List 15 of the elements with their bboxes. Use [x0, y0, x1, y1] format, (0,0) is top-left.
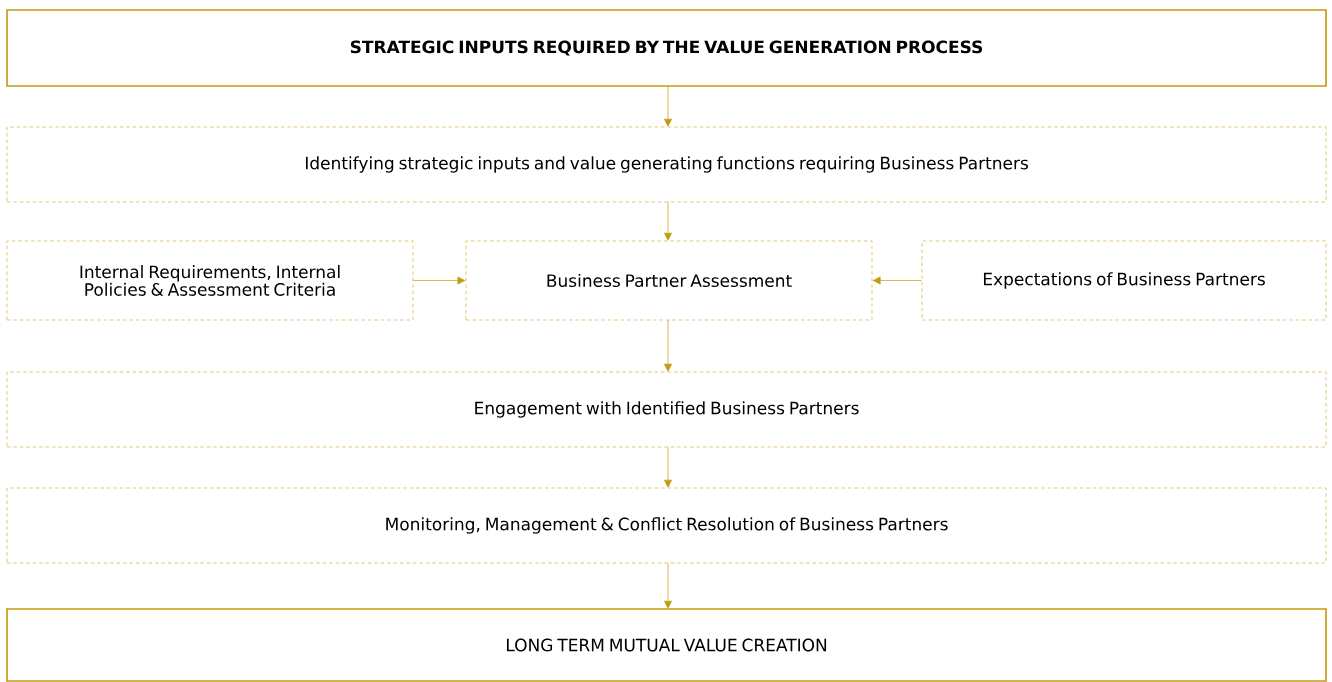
arrow — [664, 562, 672, 609]
heading-box: STRATEGIC INPUTS REQUIRED BY THE VALUE GENERATION PROCESS — [6, 9, 1327, 87]
process-box: Engagement with Identified Business Partners — [6, 371, 1327, 448]
process-box: Internal Requirements, Internal Policies & Assessment Criteria — [6, 240, 414, 321]
process-box: Business Partner Assessment — [465, 240, 873, 321]
arrow — [872, 276, 922, 285]
arrow — [413, 276, 466, 285]
arrow — [664, 85, 672, 127]
arrow — [664, 319, 672, 372]
arrow — [664, 201, 672, 241]
heading-box: LONG TERM MUTUAL VALUE CREATION — [6, 608, 1327, 682]
arrow — [664, 446, 672, 488]
process-box: Expectations of Business Partners — [921, 240, 1327, 321]
process-box: Identifying strategic inputs and value generating functions requiring Business Partners — [6, 126, 1327, 203]
process-box: Monitoring, Management & Conflict Resolution of Business Partners — [6, 487, 1327, 564]
